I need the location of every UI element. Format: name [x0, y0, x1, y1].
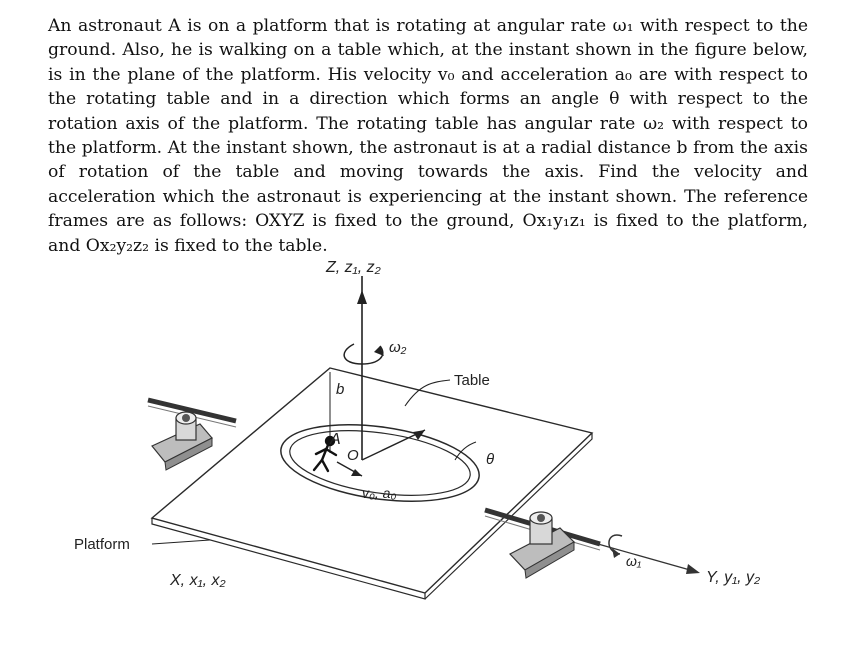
platform-leader-line	[151, 539, 211, 545]
z-axis-label: Z, z₁, z₂	[325, 259, 381, 276]
right-bearing	[484, 507, 601, 579]
platform-label: Platform	[74, 536, 130, 553]
theta-arc	[454, 441, 477, 461]
theta-label: θ	[486, 451, 494, 468]
velocity-arrow	[336, 461, 363, 477]
table-label: Table	[454, 372, 490, 389]
omega2-label: ω₂	[389, 339, 407, 356]
x-axis-label: X, x₁, x₂	[169, 572, 226, 589]
table-leader-line	[404, 379, 451, 407]
O-label: O	[347, 447, 359, 464]
platform-table-figure: Z, z₁, z₂ ω₂ Table b A O θ v₀, a₀ Platfo…	[74, 259, 760, 600]
z-axis-arrow	[357, 276, 367, 460]
omega1-arrow	[597, 534, 700, 574]
A-label: A	[329, 431, 341, 448]
problem-statement: An astronaut A is on a platform that is …	[48, 16, 808, 256]
left-bearing	[147, 397, 237, 471]
astronaut-figure	[312, 435, 338, 473]
v0-a0-label: v₀, a₀	[362, 485, 396, 501]
omega2-arrow	[343, 343, 384, 365]
platform-plate	[150, 367, 594, 600]
b-label: b	[336, 381, 344, 398]
omega1-label: ω₁	[626, 553, 642, 569]
y-axis-label: Y, y₁, y₂	[706, 569, 760, 586]
rotating-table	[280, 423, 480, 503]
